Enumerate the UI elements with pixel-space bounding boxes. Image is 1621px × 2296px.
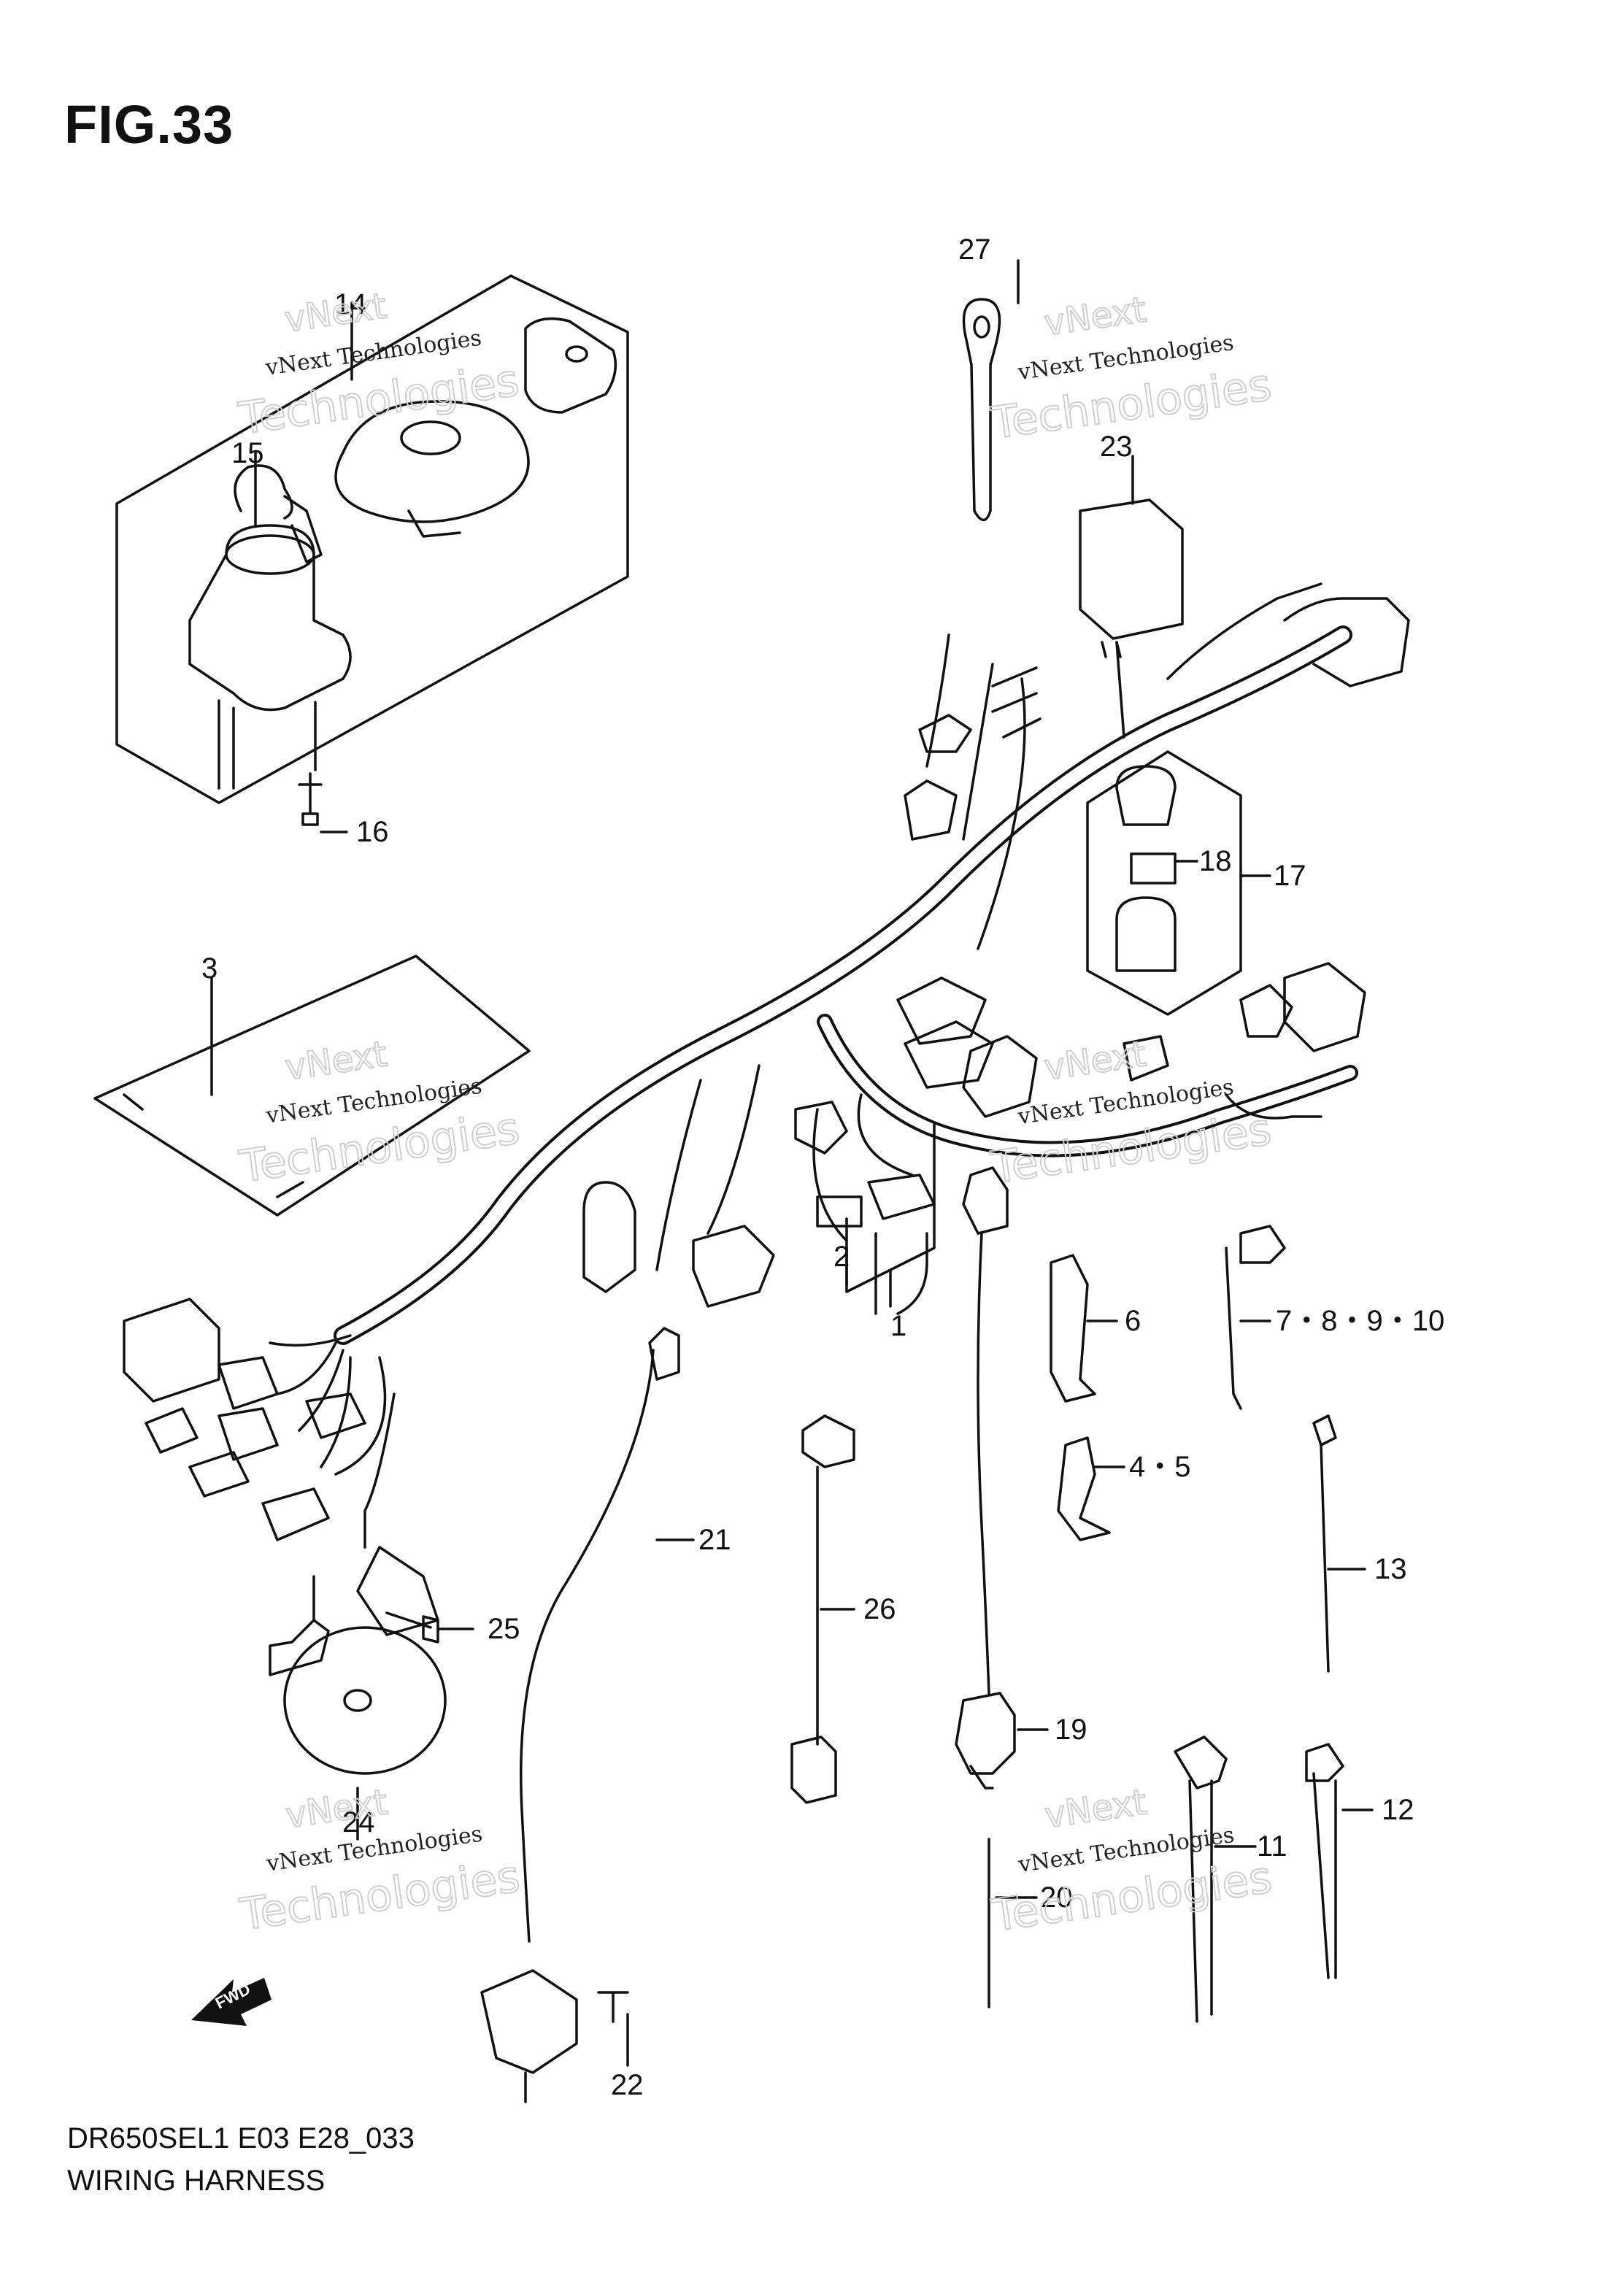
callout-18: 18 — [1199, 845, 1232, 877]
bracket-1 — [845, 1122, 936, 1308]
callout-1: 1 — [890, 1310, 906, 1342]
callout-11: 11 — [1257, 1830, 1287, 1862]
tie-12 — [1305, 1743, 1374, 1979]
steering-lock-part — [334, 400, 530, 538]
main-harness-1 — [123, 582, 1410, 1636]
bolt-16 — [298, 701, 323, 826]
callout-24: 24 — [342, 1806, 375, 1838]
callout-14: 14 — [334, 288, 367, 320]
leader-lines — [210, 259, 1134, 1096]
figure-label: FIG.33 — [64, 94, 234, 155]
watermark-vnext: vNext — [282, 1033, 390, 1088]
callout-19: 19 — [1055, 1714, 1087, 1746]
key-27 — [962, 298, 1001, 522]
callout-4-5: 4・5 — [1129, 1451, 1191, 1483]
screw-22 — [597, 1991, 629, 2067]
key-cylinder-part — [524, 317, 617, 414]
ignition-switch-box — [115, 274, 629, 804]
callout-25: 25 — [488, 1613, 520, 1645]
callout-23: 23 — [1100, 431, 1133, 463]
callout-17: 17 — [1274, 860, 1306, 892]
callout-2: 2 — [833, 1241, 850, 1273]
callout-21: 21 — [698, 1524, 731, 1556]
callouts: 1 2 3 4・5 6 7・8・9・10 11 12 13 14 15 16 1… — [201, 234, 1444, 2101]
sensor-26 — [790, 1414, 855, 1804]
tie-7-10 — [1225, 1225, 1286, 1410]
clamp-4-5 — [1057, 1436, 1125, 1541]
bracket-17 — [1174, 860, 1271, 877]
relay-23 — [1079, 498, 1184, 658]
callout-20: 20 — [1040, 1881, 1073, 1914]
callout-6: 6 — [1125, 1305, 1141, 1337]
bolt-25 — [385, 1611, 474, 1644]
callout-13: 13 — [1374, 1553, 1407, 1585]
callout-3: 3 — [201, 952, 217, 985]
fuse-box-group — [1086, 750, 1242, 1016]
tie-11 — [1174, 1736, 1257, 2023]
pin-20 — [987, 1838, 1038, 2008]
callout-12: 12 — [1382, 1794, 1414, 1826]
callout-27: 27 — [958, 234, 991, 266]
tie-13 — [1312, 1414, 1366, 1673]
watermark-vnext: vNext — [1042, 1781, 1150, 1836]
clamp-6 — [1050, 1254, 1118, 1403]
callout-26: 26 — [863, 1593, 896, 1625]
forward-arrow-icon: FWD — [191, 1978, 272, 2026]
watermark-vnext: vNext — [282, 285, 389, 340]
figure-name: WIRING HARNESS — [67, 2165, 326, 2197]
side-stand-switch-21 — [480, 1327, 695, 2103]
figure-code: DR650SEL1 E03 E28_033 — [67, 2122, 415, 2154]
callout-7-10: 7・8・9・10 — [1276, 1305, 1444, 1337]
callout-22: 22 — [611, 2069, 644, 2101]
horn-24 — [269, 1575, 447, 1841]
sheet-3 — [93, 955, 531, 1217]
switch-19 — [955, 1166, 1049, 1790]
ignition-switch-part — [188, 464, 352, 790]
watermark-vnext: vNext — [1041, 289, 1149, 344]
callout-16: 16 — [356, 816, 389, 848]
callout-15: 15 — [231, 437, 264, 469]
